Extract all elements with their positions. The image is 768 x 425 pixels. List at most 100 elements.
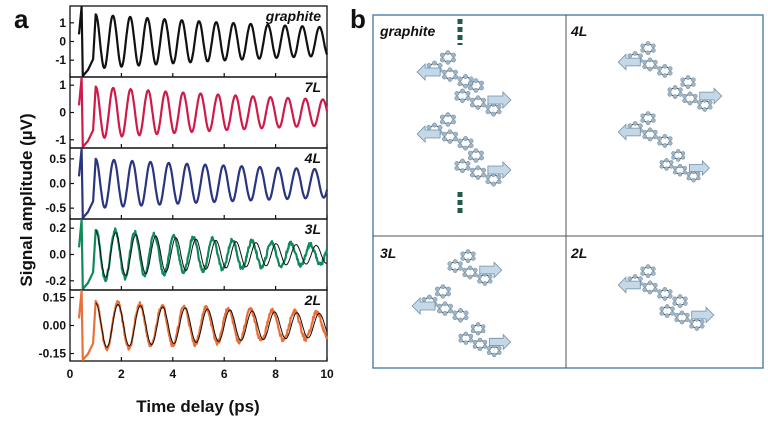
- carbon-atom: [426, 63, 432, 68]
- carbon-atom: [473, 78, 479, 84]
- carbon-atom: [674, 312, 680, 318]
- carbon-atom: [497, 350, 502, 355]
- carbon-atom: [491, 111, 496, 117]
- carbon-atom: [667, 293, 673, 299]
- carbon-atom: [642, 134, 648, 140]
- carbon-atom: [638, 53, 643, 59]
- schematic-cell-label: 4L: [570, 23, 587, 39]
- carbon-atom: [454, 161, 460, 166]
- carbon-atom: [487, 278, 493, 284]
- carbon-atom: [667, 136, 673, 141]
- carbon-atom: [451, 57, 456, 63]
- carbon-atom: [473, 148, 479, 154]
- carbon-atom: [680, 155, 686, 160]
- y-tick-label: 1: [59, 78, 66, 92]
- carbon-atom: [645, 273, 651, 279]
- graphene-layer: [617, 111, 673, 148]
- carbon-atom: [434, 291, 440, 297]
- carbon-atom: [475, 95, 481, 101]
- graphene-layer: [617, 264, 673, 301]
- carbon-atom: [680, 151, 686, 156]
- carbon-atom: [451, 119, 456, 125]
- signal-curve: [77, 5, 329, 78]
- carbon-atom: [645, 111, 651, 116]
- carbon-atom: [467, 80, 473, 86]
- carbon-atom: [642, 287, 648, 293]
- carbon-atom: [647, 127, 653, 133]
- carbon-atom: [682, 296, 688, 302]
- signal-curve: [77, 147, 329, 220]
- subplot-label: 2L: [304, 292, 321, 308]
- carbon-atom: [659, 306, 665, 312]
- panel-a-chart: a 10-1graphite10-17L0.50.0-0.54L0.20.0-0…: [14, 4, 334, 416]
- carbon-atom: [445, 112, 451, 118]
- carbon-atom: [676, 157, 681, 162]
- carbon-atom: [647, 57, 653, 63]
- left-arrow-icon: [416, 124, 441, 144]
- carbon-atom: [439, 114, 445, 120]
- carbon-atom: [458, 261, 463, 267]
- carbon-atom: [453, 136, 458, 142]
- carbon-atom: [642, 59, 648, 65]
- carbon-atom: [440, 284, 446, 290]
- carbon-atom: [690, 82, 696, 87]
- carbon-atom: [458, 266, 463, 271]
- carbon-atom: [458, 333, 463, 339]
- carbon-atom: [437, 308, 442, 314]
- carbon-atom: [482, 339, 488, 345]
- carbon-atom: [467, 265, 473, 271]
- right-arrow-icon: [689, 160, 710, 176]
- carbon-atom: [662, 296, 668, 301]
- y-tick-label: -1: [55, 133, 66, 147]
- carbon-atom: [652, 282, 658, 288]
- carbon-atom: [463, 315, 469, 321]
- carbon-atom: [650, 113, 656, 119]
- carbon-atom: [452, 310, 458, 316]
- carbon-atom: [453, 74, 458, 80]
- carbon-atom: [426, 125, 432, 130]
- carbon-atom: [697, 100, 702, 105]
- carbon-atom: [445, 59, 451, 65]
- panel-b-label: b: [350, 4, 366, 34]
- graphene-layer: [416, 112, 474, 151]
- carbon-atom: [682, 166, 687, 171]
- carbon-atom: [468, 138, 474, 144]
- carbon-atom: [472, 272, 478, 278]
- carbon-atom: [447, 261, 453, 267]
- carbon-atom: [470, 97, 475, 103]
- y-tick-label: 0.00: [43, 319, 67, 333]
- carbon-atom: [677, 303, 683, 309]
- carbon-atom: [445, 121, 451, 127]
- graphene-layer: [454, 148, 512, 187]
- carbon-atom: [642, 129, 648, 135]
- carbon-atom: [485, 104, 491, 110]
- carbon-atom: [650, 271, 656, 276]
- carbon-atom: [477, 278, 482, 284]
- carbon-atom: [453, 131, 458, 137]
- right-arrow-icon: [487, 90, 512, 110]
- carbon-atom: [465, 165, 471, 171]
- signal-curve: [77, 76, 329, 149]
- carbon-atom: [465, 258, 471, 264]
- carbon-atom: [652, 59, 658, 65]
- carbon-atom: [442, 74, 447, 80]
- carbon-atom: [627, 276, 633, 282]
- graphene-layer: [416, 50, 474, 89]
- subplot-2: 10-17L: [55, 76, 329, 149]
- carbon-atom: [427, 294, 432, 300]
- carbon-atom: [672, 85, 678, 90]
- carbon-atom: [669, 164, 674, 169]
- graphene-layer: [659, 149, 710, 183]
- carbon-atom: [697, 104, 702, 110]
- carbon-atom: [458, 317, 463, 323]
- carbon-atom: [652, 129, 658, 135]
- carbon-atom: [479, 85, 484, 91]
- carbon-atom: [486, 350, 492, 355]
- carbon-atom: [664, 313, 670, 318]
- carbon-atom: [696, 176, 701, 181]
- x-tick-label: 8: [272, 367, 279, 381]
- carbon-atom: [437, 303, 442, 309]
- carbon-atom: [451, 114, 456, 120]
- carbon-atom: [421, 297, 427, 302]
